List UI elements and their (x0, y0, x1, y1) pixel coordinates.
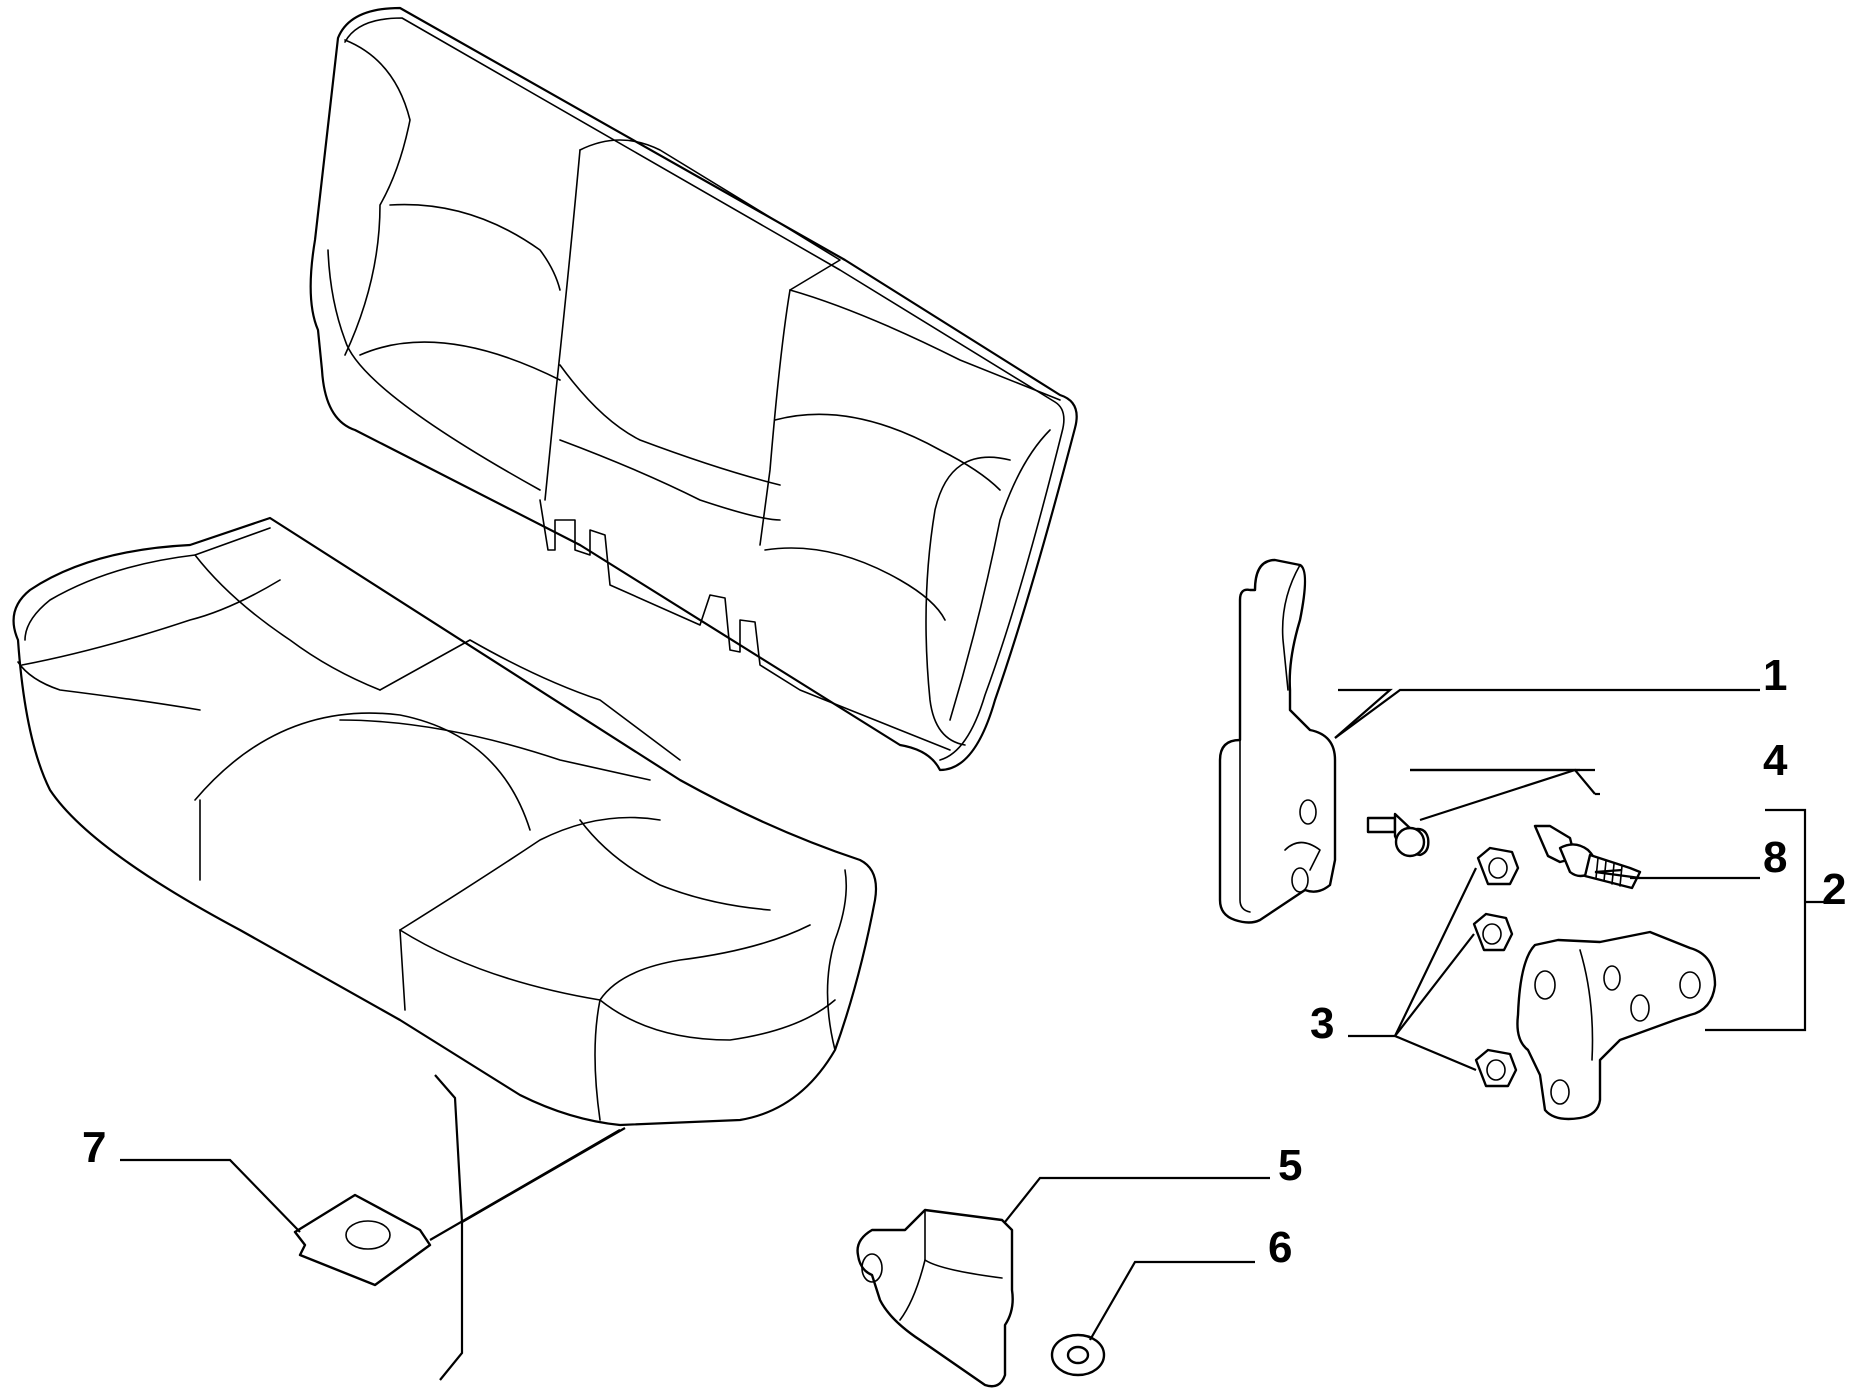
callout-7: 7 (82, 1123, 106, 1172)
callout-1: 1 (1763, 651, 1787, 700)
plate-part (293, 1193, 432, 1287)
seat-latch-part (1218, 558, 1337, 924)
washer-part (1050, 1333, 1106, 1377)
hinge-part (856, 1208, 1014, 1388)
leader-lines (120, 688, 1825, 1381)
callout-4: 4 (1763, 736, 1788, 785)
stud-part (1533, 824, 1642, 890)
nut-parts (1472, 846, 1520, 1088)
callout-6: 6 (1268, 1223, 1292, 1272)
bracket-part (1516, 930, 1717, 1121)
seat-cushion (12, 516, 878, 1127)
callout-5: 5 (1278, 1141, 1302, 1190)
callout-2: 2 (1822, 865, 1846, 914)
callout-8: 8 (1763, 833, 1787, 882)
bolt-part (1366, 812, 1430, 858)
seat-backrest (309, 6, 1078, 772)
callout-3: 3 (1310, 999, 1334, 1048)
